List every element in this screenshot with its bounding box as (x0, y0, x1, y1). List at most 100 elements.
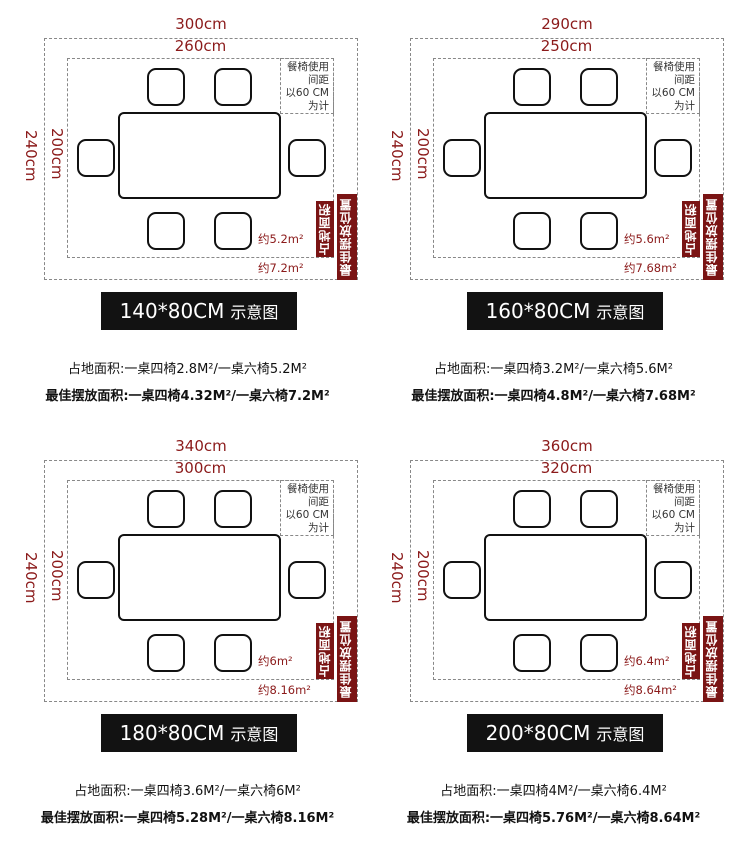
note-line: 餐椅使用 (287, 61, 329, 73)
note-line: 以60 CM (285, 87, 329, 99)
chair-top-left (513, 68, 551, 106)
dining-table (118, 534, 281, 621)
outer-width-label: 340cm (175, 437, 227, 455)
chair-top-right (580, 68, 618, 106)
chair-bottom-right (214, 634, 252, 672)
inner-width-label: 250cm (540, 37, 593, 55)
footprint-summary: 占地面积:一桌四椅3.6M²/一桌六椅6M² (74, 784, 301, 799)
best-area-value: 约7.68m² (624, 261, 677, 275)
inner-width-label: 260cm (174, 37, 227, 55)
chair-bottom-left (513, 634, 551, 672)
note-line: 为计 (674, 522, 695, 534)
best-summary: 最佳摆放面积:一桌四椅4.8M²/一桌六椅7.68M² (411, 389, 696, 404)
chair-top-left (513, 490, 551, 528)
note-line: 以60 CM (651, 87, 695, 99)
inner-height-label: 200cm (414, 550, 432, 602)
best-placement-area (44, 38, 358, 280)
footprint-area (433, 480, 700, 680)
outer-width-label: 290cm (541, 15, 593, 33)
inner-height-label: 200cm (48, 550, 66, 602)
chair-bottom-right (214, 212, 252, 250)
inner-height-label: 200cm (414, 128, 432, 180)
best-placement-tag: 最佳摆放位置 (337, 194, 357, 280)
model-size: 180*80CM (119, 721, 225, 745)
best-summary: 最佳摆放面积:一桌四椅5.28M²/一桌六椅8.16M² (40, 811, 335, 826)
best-summary: 最佳摆放面积:一桌四椅4.32M²/一桌六椅7.2M² (45, 389, 330, 404)
best-area-value: 约8.64m² (624, 683, 677, 697)
model-suffix: 示意图 (230, 303, 279, 322)
best-placement-area (410, 38, 724, 280)
chair-right-end (654, 139, 692, 177)
footprint-summary: 占地面积:一桌四椅3.2M²/一桌六椅5.6M² (434, 362, 673, 377)
footprint-area-value: 约6.4m² (624, 654, 670, 668)
footprint-tag: 占地面积 (682, 623, 700, 679)
chair-spacing-note: 餐椅使用 间距 以60 CM 为计 (280, 58, 334, 114)
chair-spacing-note: 餐椅使用 间距 以60 CM 为计 (280, 480, 334, 536)
chair-left-end (77, 139, 115, 177)
chair-spacing-note: 餐椅使用 间距 以60 CM 为计 (646, 480, 700, 536)
chair-bottom-right (580, 634, 618, 672)
note-line: 间距 (308, 74, 329, 86)
chair-right-end (654, 561, 692, 599)
chair-top-right (580, 490, 618, 528)
footprint-summary: 占地面积:一桌四椅4M²/一桌六椅6.4M² (440, 784, 667, 799)
chair-bottom-left (147, 634, 185, 672)
note-line: 为计 (674, 100, 695, 112)
footprint-area-value: 约6m² (258, 654, 293, 668)
best-area-value: 约7.2m² (258, 261, 304, 275)
chair-spacing-note: 餐椅使用 间距 以60 CM 为计 (646, 58, 700, 114)
footprint-tag: 占地面积 (316, 201, 334, 257)
chair-bottom-left (147, 212, 185, 250)
note-line: 为计 (308, 522, 329, 534)
note-line: 间距 (674, 74, 695, 86)
model-suffix: 示意图 (596, 303, 645, 322)
model-banner: 160*80CM 示意图 (467, 292, 663, 330)
note-line: 餐椅使用 (287, 483, 329, 495)
best-placement-tag: 最佳摆放位置 (703, 194, 723, 280)
chair-right-end (288, 561, 326, 599)
chair-top-right (214, 490, 252, 528)
note-line: 为计 (308, 100, 329, 112)
footprint-area (67, 480, 334, 680)
model-size: 160*80CM (485, 299, 591, 323)
best-placement-area (44, 460, 358, 702)
outer-height-label: 240cm (388, 552, 406, 604)
model-banner: 180*80CM 示意图 (101, 714, 297, 752)
chair-bottom-left (513, 212, 551, 250)
model-size: 140*80CM (119, 299, 225, 323)
chair-left-end (443, 561, 481, 599)
outer-height-label: 240cm (22, 130, 40, 182)
model-banner: 140*80CM 示意图 (101, 292, 297, 330)
dining-table (484, 534, 647, 621)
footprint-summary: 占地面积:一桌四椅2.8M²/一桌六椅5.2M² (68, 362, 307, 377)
best-area-value: 约8.16m² (258, 683, 311, 697)
chair-top-left (147, 68, 185, 106)
chair-top-right (214, 68, 252, 106)
footprint-area (433, 58, 700, 258)
model-banner: 200*80CM 示意图 (467, 714, 663, 752)
inner-width-label: 300cm (174, 459, 227, 477)
note-line: 以60 CM (285, 509, 329, 521)
note-line: 间距 (674, 496, 695, 508)
outer-width-label: 360cm (541, 437, 593, 455)
outer-height-label: 240cm (22, 552, 40, 604)
best-placement-tag: 最佳摆放位置 (337, 616, 357, 702)
chair-right-end (288, 139, 326, 177)
chair-top-left (147, 490, 185, 528)
model-suffix: 示意图 (596, 725, 645, 744)
chair-left-end (443, 139, 481, 177)
outer-width-label: 300cm (175, 15, 227, 33)
model-size: 200*80CM (485, 721, 591, 745)
layout-panel: 360cm 320cm 240cm 200cm 餐椅使用 间距 以60 CM 为… (366, 422, 741, 852)
dining-table (484, 112, 647, 199)
note-line: 以60 CM (651, 509, 695, 521)
note-line: 餐椅使用 (653, 483, 695, 495)
chair-left-end (77, 561, 115, 599)
footprint-tag: 占地面积 (682, 201, 700, 257)
footprint-area-value: 约5.2m² (258, 232, 304, 246)
outer-height-label: 240cm (388, 130, 406, 182)
best-placement-tag: 最佳摆放位置 (703, 616, 723, 702)
footprint-area (67, 58, 334, 258)
best-summary: 最佳摆放面积:一桌四椅5.76M²/一桌六椅8.64M² (406, 811, 701, 826)
model-suffix: 示意图 (230, 725, 279, 744)
